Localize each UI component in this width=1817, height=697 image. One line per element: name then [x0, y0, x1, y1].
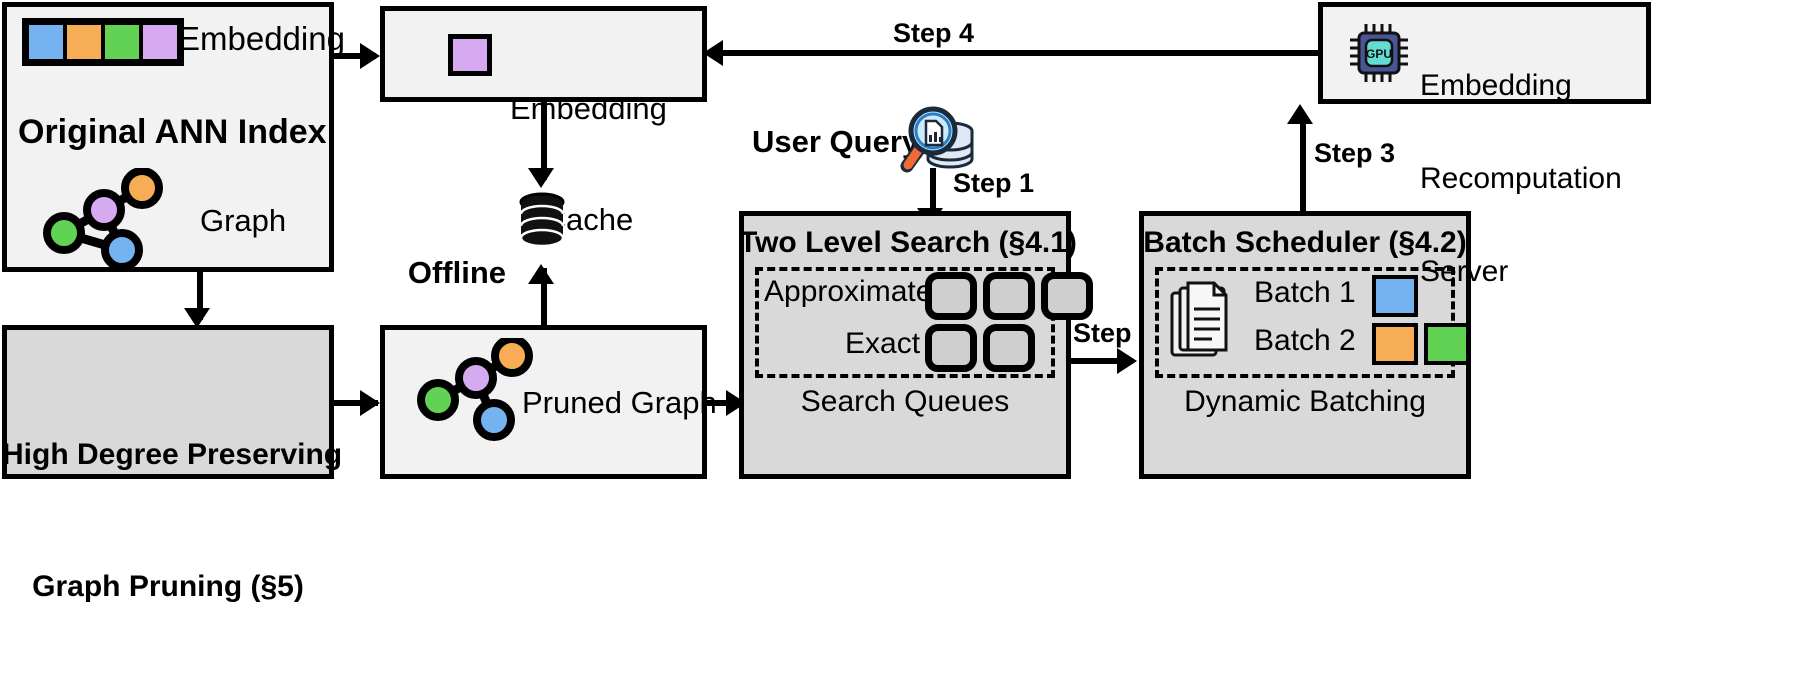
- pruned-graph-label: Pruned Graph: [522, 385, 717, 420]
- approximate-row-label: Approximate: [764, 275, 933, 308]
- original-ann-index-title: Original ANN Index: [18, 113, 327, 151]
- edge-index-to-pruning-arrow: [184, 308, 210, 328]
- edge-pruning-to-pruned-line: [334, 400, 378, 406]
- graph-pruning-box[interactable]: [2, 325, 334, 479]
- batch-1-tiles: [1372, 275, 1418, 317]
- database-icon: [519, 192, 565, 248]
- batch-1-label: Batch 1: [1254, 276, 1356, 309]
- gpu-chip-icon: GPU: [1350, 24, 1408, 82]
- embedding-cell-blue: [27, 23, 65, 61]
- embedding-label: Embedding: [178, 20, 345, 57]
- edge-cache-to-storage-line: [541, 102, 547, 180]
- batch-tile-blue: [1372, 275, 1418, 317]
- queue-slot[interactable]: [925, 272, 977, 320]
- two-level-search-title: Two Level Search (§4.1): [739, 226, 1077, 259]
- offline-storage-label-l1: Offline: [407, 255, 506, 290]
- dynamic-batching-panel: [1155, 267, 1455, 378]
- dynamic-batching-caption: Dynamic Batching: [1184, 385, 1426, 418]
- recomputation-server-title: Embedding Recomputation Server: [1420, 8, 1622, 349]
- step1-label: Step 1: [953, 168, 1035, 198]
- search-queues-caption: Search Queues: [800, 385, 1010, 418]
- batch-scheduler-title: Batch Scheduler (§4.2): [1143, 226, 1467, 259]
- recomputation-server-title-l2: Recomputation: [1420, 162, 1622, 195]
- edge-pruned-to-storage-line: [541, 268, 547, 326]
- svg-text:GPU: GPU: [1366, 47, 1392, 61]
- edge-step2-line: [1071, 358, 1133, 364]
- batch-2-label: Batch 2: [1254, 324, 1356, 357]
- exact-row-label: Exact: [845, 327, 921, 360]
- pruned-graph-icon: [417, 338, 533, 441]
- graph-pruning-title-l2: Graph Pruning (§5): [32, 570, 304, 603]
- diagram-canvas: Embedding Original ANN Index Graph Embed…: [2, 2, 1651, 603]
- user-query-label: User Query: [752, 124, 920, 159]
- embedding-cache-box[interactable]: [380, 6, 707, 102]
- edge-pruning-to-pruned-arrow: [360, 390, 380, 416]
- edge-index-to-pruning-line: [197, 272, 203, 320]
- edge-cache-to-storage-arrow: [528, 168, 554, 188]
- edge-step3-line: [1300, 122, 1306, 214]
- embedding-cell-purple: [141, 23, 179, 61]
- edge-step4-arrow: [703, 40, 723, 66]
- queue-slot[interactable]: [925, 324, 977, 372]
- graph-label: Graph: [200, 203, 287, 238]
- step3-label: Step 3: [1314, 138, 1396, 168]
- approximate-queue-slots[interactable]: [925, 272, 1093, 320]
- embedding-cell-orange: [65, 23, 103, 61]
- exact-queue-slots[interactable]: [925, 324, 1035, 372]
- embedding-strip: [22, 18, 184, 66]
- graph-pruning-title: High Degree Preserving Graph Pruning (§5…: [2, 345, 343, 697]
- edge-step4-line: [716, 50, 1320, 56]
- embedding-cache-chip: [448, 34, 492, 76]
- search-database-icon: [900, 106, 974, 173]
- queue-slot[interactable]: [983, 272, 1035, 320]
- original-graph-icon: [43, 168, 163, 268]
- embedding-cache-title-l1: Embedding: [510, 91, 667, 126]
- edge-index-to-cache-line: [334, 53, 376, 59]
- embedding-cell-green: [103, 23, 141, 61]
- queue-slot[interactable]: [983, 324, 1035, 372]
- edge-step1-line: [930, 168, 936, 222]
- graph-pruning-title-l1: High Degree Preserving: [2, 438, 343, 471]
- batch-tile-green: [1424, 323, 1470, 365]
- recomputation-server-title-l3: Server: [1420, 255, 1509, 288]
- edge-step2-arrow: [1117, 348, 1137, 374]
- documents-icon: [1170, 281, 1228, 357]
- queue-slot[interactable]: [1041, 272, 1093, 320]
- edge-index-to-cache-arrow: [360, 43, 380, 69]
- search-queues-panel: [755, 267, 1055, 378]
- recomputation-server-title-l1: Embedding: [1420, 69, 1572, 102]
- edge-pruned-to-storage-arrow: [528, 264, 554, 284]
- batch-tile-orange: [1372, 323, 1418, 365]
- batch-2-tiles: [1372, 323, 1470, 365]
- edge-step3-arrow: [1287, 104, 1313, 124]
- step4-label: Step 4: [893, 18, 975, 48]
